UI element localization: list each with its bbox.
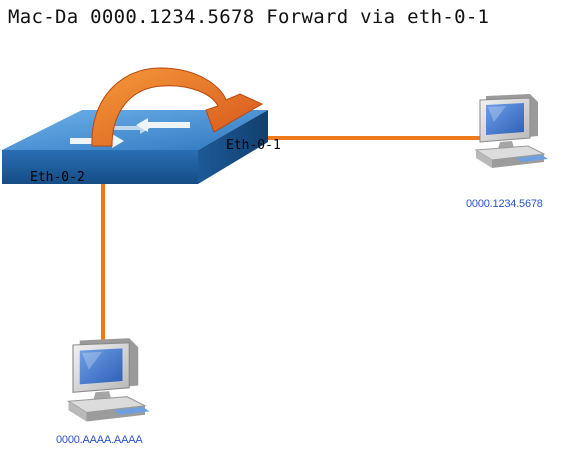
host-mac-label: 0000.1234.5678 (466, 198, 543, 210)
host-mac-label: 0000.AAAA.AAAA (56, 434, 143, 446)
port-label-eth-0-1: Eth-0-1 (226, 138, 281, 153)
desktop-computer-icon[interactable] (67, 337, 151, 423)
desktop-computer-icon[interactable] (475, 93, 549, 169)
port-label-eth-0-2: Eth-0-2 (30, 170, 85, 185)
network-switch-icon (2, 110, 268, 184)
curved-arrow-icon (91, 67, 264, 147)
diagram-title: Mac-Da 0000.1234.5678 Forward via eth-0-… (8, 6, 490, 28)
